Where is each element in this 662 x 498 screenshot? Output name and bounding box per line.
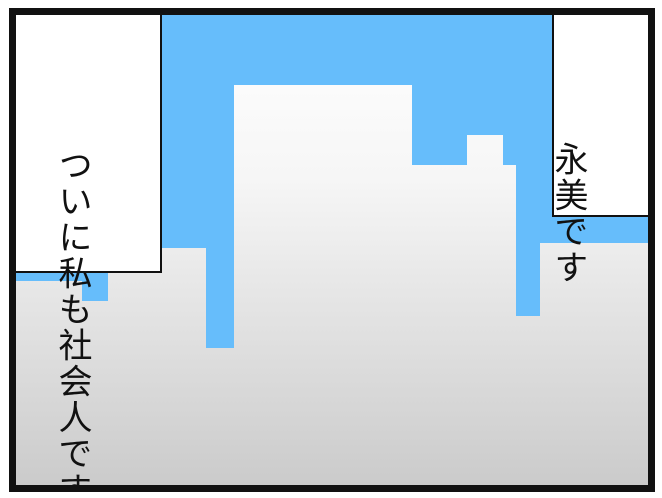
caption-right-text: 永美です bbox=[508, 39, 628, 285]
caption-box-right: 永美です bbox=[548, 15, 648, 285]
sky bbox=[16, 15, 648, 348]
caption-left-text: ついに私も社会人です bbox=[16, 45, 132, 492]
panel-frame: ついに私も社会人です 永美です bbox=[9, 8, 655, 492]
caption-right-line-1: 永美です bbox=[548, 141, 588, 286]
caption-box-left: ついに私も社会人です bbox=[16, 15, 162, 485]
caption-left-line-2: 社会人です bbox=[52, 327, 92, 492]
caption-left-line-1: ついに私も bbox=[52, 147, 92, 328]
